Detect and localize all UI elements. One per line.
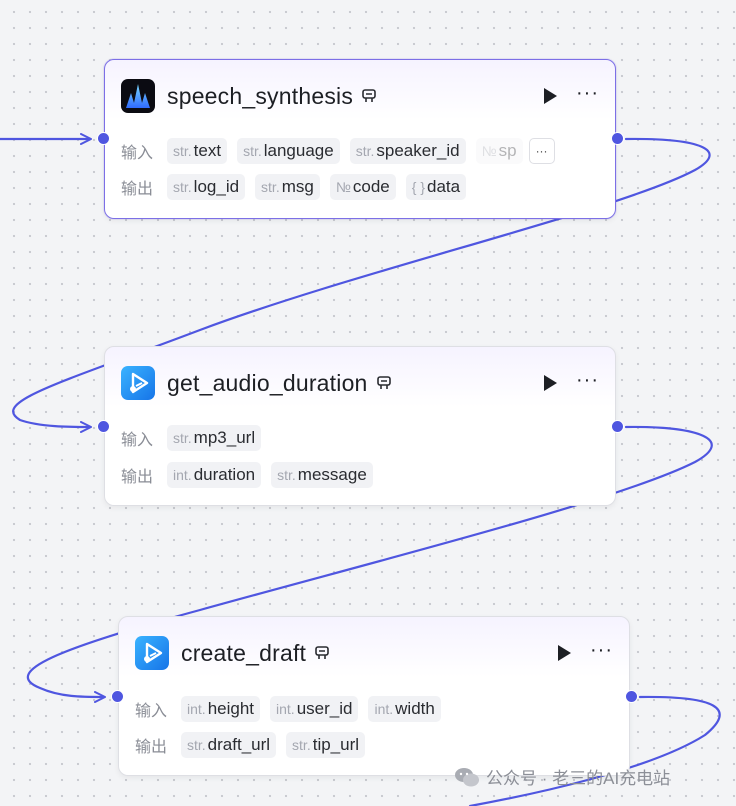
edge-speech-to-duration <box>12 137 711 433</box>
more-options-button[interactable]: ··· <box>576 82 599 104</box>
input-param-mp3-url: str.mp3_url <box>167 425 262 451</box>
edge-duration-to-draft <box>26 425 713 703</box>
output-row: 输出 int.duration str.message <box>121 460 607 490</box>
input-label: 输入 <box>135 703 168 720</box>
run-button[interactable] <box>556 644 572 662</box>
input-label: 输入 <box>121 145 154 162</box>
node-title: create_draft <box>181 639 307 666</box>
output-param-message: str.message <box>271 462 373 488</box>
more-inputs-button[interactable]: ··· <box>528 138 555 164</box>
output-port[interactable] <box>625 690 638 703</box>
plugin-icon <box>314 645 330 661</box>
output-label: 输出 <box>121 181 154 198</box>
output-param-log-id: str.log_id <box>167 174 246 200</box>
output-param-duration: int.duration <box>167 462 262 488</box>
node-header: create_draft ··· <box>135 633 613 673</box>
output-port[interactable] <box>611 132 624 145</box>
run-button[interactable] <box>542 87 558 105</box>
run-button[interactable] <box>542 374 558 392</box>
input-port[interactable] <box>111 690 124 703</box>
input-row: 输入 str.text str.language str.speaker_id … <box>121 136 607 166</box>
node-create-draft[interactable]: create_draft ··· 输入 int.height int.user_… <box>118 616 630 776</box>
output-label: 输出 <box>135 739 168 756</box>
video-editor-icon <box>135 636 169 670</box>
more-options-button[interactable]: ··· <box>576 369 599 391</box>
output-port[interactable] <box>611 420 624 433</box>
node-speech-synthesis[interactable]: speech_synthesis ··· 输入 str.text str.lan… <box>104 59 616 219</box>
input-label: 输入 <box>121 432 154 449</box>
more-options-button[interactable]: ··· <box>590 639 613 661</box>
output-param-data: { }data <box>405 174 467 200</box>
node-title: speech_synthesis <box>167 82 354 109</box>
input-param-text: str.text <box>167 138 228 164</box>
play-icon <box>544 375 558 391</box>
output-row: 输出 str.draft_url str.tip_url <box>135 730 621 760</box>
input-row: 输入 int.height int.user_id int.width <box>135 694 621 724</box>
output-param-draft-url: str.draft_url <box>181 732 277 758</box>
input-param-user-id: int.user_id <box>270 696 359 722</box>
input-port[interactable] <box>97 132 110 145</box>
node-title: get_audio_duration <box>167 369 368 396</box>
watermark-text: 公众号 · 老三的AI充电站 <box>486 769 671 788</box>
play-icon <box>544 88 558 104</box>
edge-draft-outgoing <box>468 695 721 806</box>
video-editor-icon <box>121 366 155 400</box>
play-icon <box>558 645 572 661</box>
input-param-width: int.width <box>368 696 441 722</box>
plugin-icon <box>361 88 377 104</box>
input-param-language: str.language <box>237 138 340 164</box>
input-row: 输入 str.mp3_url <box>121 423 607 453</box>
output-param-msg: str.msg <box>255 174 320 200</box>
input-param-speaker-id: str.speaker_id <box>349 138 466 164</box>
node-header: speech_synthesis ··· <box>121 76 599 116</box>
node-get-audio-duration[interactable]: get_audio_duration ··· 输入 str.mp3_url 输出… <box>104 346 616 506</box>
input-port[interactable] <box>97 420 110 433</box>
node-header: get_audio_duration ··· <box>121 363 599 403</box>
output-param-tip-url: str.tip_url <box>286 732 366 758</box>
watermark: 公众号 · 老三的AI充电站 <box>454 764 670 789</box>
wechat-icon <box>455 767 479 786</box>
waveform-logo-icon <box>121 79 155 113</box>
output-label: 输出 <box>121 469 154 486</box>
plugin-icon <box>376 375 392 391</box>
input-param-height: int.height <box>181 696 261 722</box>
